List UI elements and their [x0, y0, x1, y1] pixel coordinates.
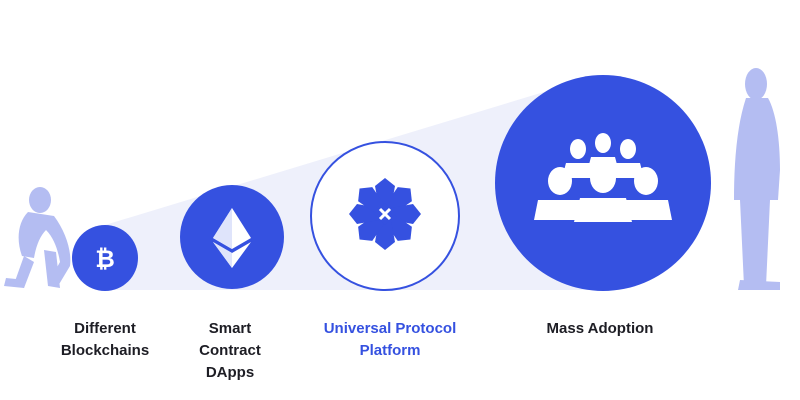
label-line: Blockchains [60, 342, 150, 359]
ethereum-icon [213, 208, 251, 268]
human-silhouette-icon [734, 68, 780, 290]
stage-label-adoption: Mass Adoption [520, 318, 680, 340]
label-line: Contract [199, 342, 261, 359]
label-line: Smart [208, 320, 252, 337]
bitcoin-icon: ₿ [95, 246, 115, 273]
stage-label-dapps: Smart Contract DApps [170, 318, 290, 384]
label-line: Mass Adoption [546, 320, 654, 337]
label-line: Different [74, 320, 136, 337]
label-line: Universal Protocol [323, 320, 457, 337]
snowflake-protocol-icon [349, 178, 421, 250]
stage-label-protocol: Universal Protocol Platform [290, 318, 490, 362]
svg-text:₿: ₿ [95, 246, 115, 273]
label-line: DApps [205, 364, 255, 381]
people-group-icon [534, 133, 672, 222]
ape-silhouette-icon [4, 187, 71, 288]
stage-label-blockchains: Different Blockchains [40, 318, 170, 362]
stage-circle-protocol [310, 141, 460, 291]
label-line: Platform [359, 342, 421, 359]
stage-circle-blockchains: ₿ [72, 225, 138, 291]
stage-circle-dapps [180, 185, 284, 289]
stage-circle-adoption [495, 75, 711, 291]
